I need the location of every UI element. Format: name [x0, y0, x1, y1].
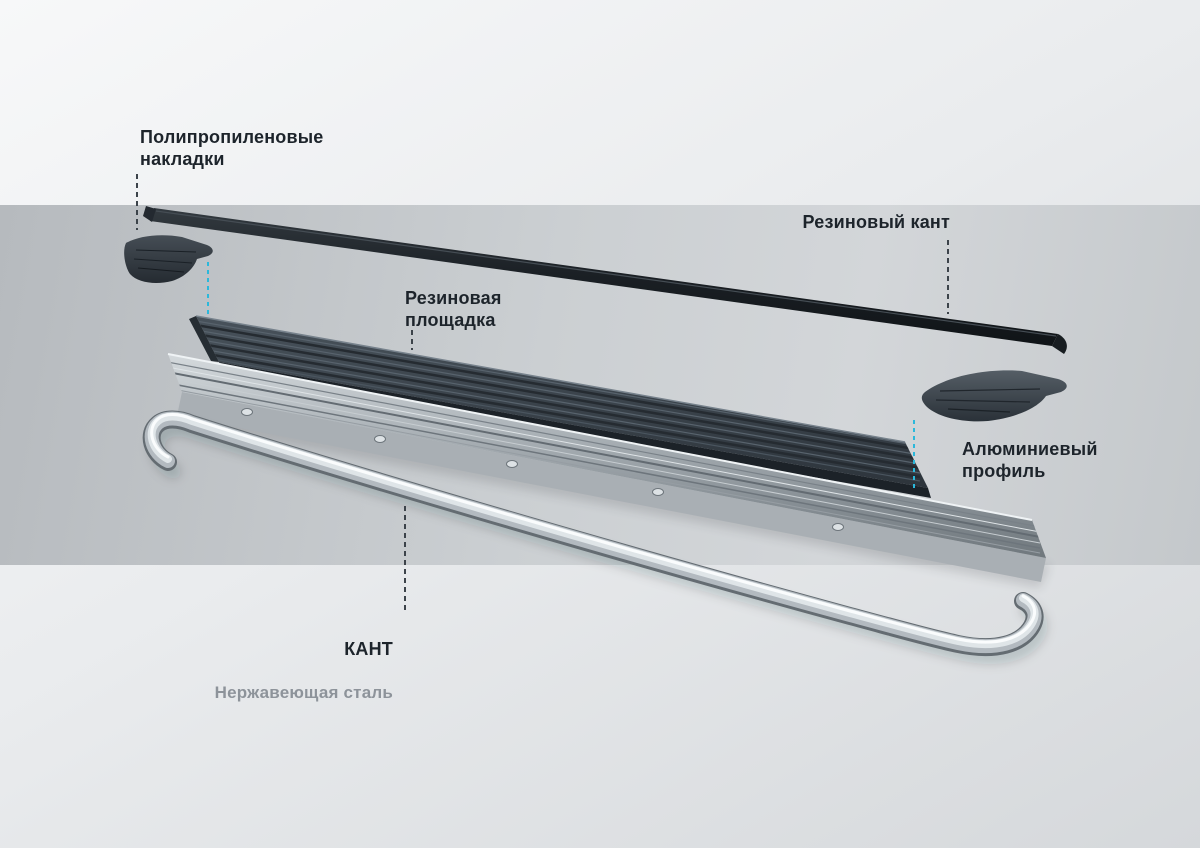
label-rubber-platform: Резиновая площадка — [405, 288, 502, 330]
label-steel-edge: КАНТ Нержавеющая сталь — [140, 616, 393, 726]
label-polypropylene-pads: Полипропиленовые накладки — [140, 127, 324, 169]
label-steel-edge-subtitle: Нержавеющая сталь — [214, 683, 393, 702]
polypropylene-cap-left — [124, 235, 213, 283]
rubber-edge-strip — [143, 206, 1067, 354]
polypropylene-cap-right — [921, 370, 1067, 422]
label-aluminum-profile: Алюминиевый профиль — [962, 439, 1098, 481]
rubber-platform — [189, 315, 931, 498]
leader-lines — [136, 174, 949, 613]
label-rubber-edge: Резиновый кант — [802, 212, 950, 232]
label-steel-edge-title: КАНТ — [344, 639, 393, 659]
aluminum-profile — [167, 353, 1046, 582]
profile-mount-holes — [241, 408, 844, 531]
stainless-steel-edge-tube — [142, 410, 1048, 665]
profile-flange — [177, 392, 1046, 582]
